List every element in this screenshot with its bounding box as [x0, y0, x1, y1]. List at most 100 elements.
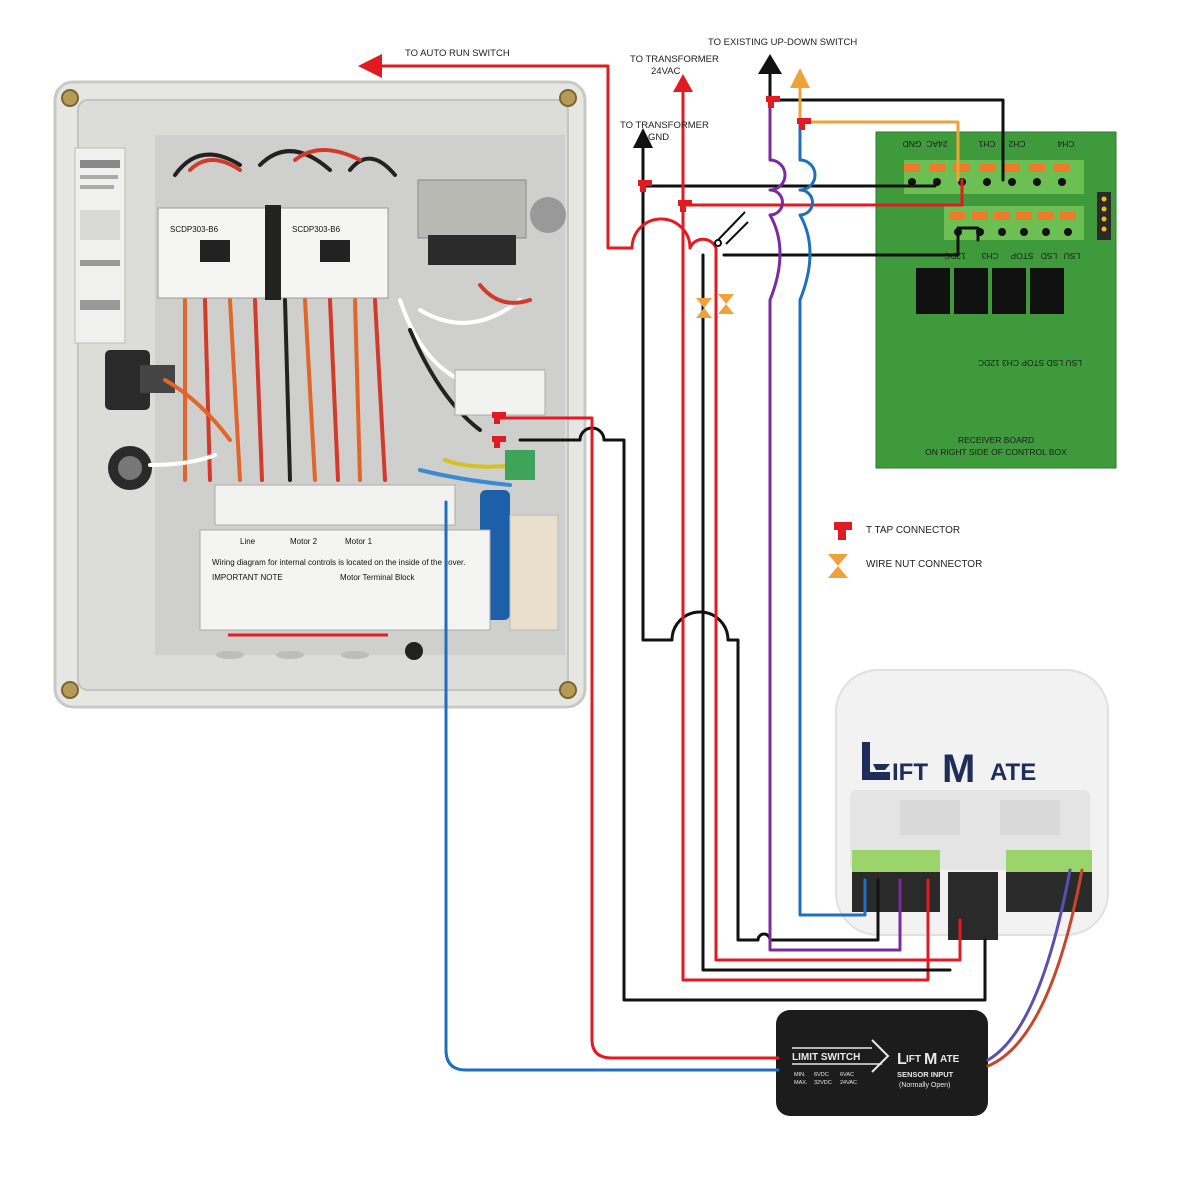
connectors [492, 96, 811, 448]
contactor-model-label: SCDP303-B6 [170, 225, 219, 234]
board-terminal-lsu: LSU [1064, 251, 1081, 261]
sensor-brand-ate: ATE [940, 1054, 960, 1065]
brand-ate: ATE [990, 759, 1036, 786]
board-terminal-ch1: CH1 [978, 139, 995, 149]
terminal-label-line: Line [240, 537, 256, 546]
arrow-up-icon [758, 54, 782, 74]
sensor-input-line1: SENSOR INPUT [897, 1070, 954, 1079]
board-mirrored-label: LSU LSD STOP CH3 12DC [978, 358, 1082, 368]
arrow-up-icon [790, 68, 810, 88]
terminal-hole [983, 178, 991, 186]
destination-labels: TO AUTO RUN SWITCH TO TRANSFORMER 24VAC … [405, 37, 857, 143]
terminal-hole [998, 228, 1006, 236]
legend: T TAP CONNECTOR WIRE NUT CONNECTOR [828, 522, 982, 578]
terminal-lever [972, 212, 988, 220]
terminal-hole [976, 228, 984, 236]
terminal-lever [994, 212, 1010, 220]
terminal-lever [929, 164, 945, 172]
terminal-hole [1064, 228, 1072, 236]
notice-line: Wiring diagram for internal controls is … [212, 558, 465, 567]
label-transformer-24-line2: 24VAC [651, 66, 681, 77]
terminal-lever [1016, 212, 1032, 220]
t-tap-icon [834, 522, 852, 540]
board-terminal-ch2: CH2 [1008, 139, 1025, 149]
contactor-model-label: SCDP303-B6 [292, 225, 341, 234]
screw-icon [559, 89, 577, 107]
screw-icon [559, 681, 577, 699]
sensor-input-line2: (Normally Open) [899, 1082, 950, 1089]
terminal-lever [1004, 164, 1020, 172]
spec-max: MAX. [794, 1080, 808, 1086]
screw-icon [61, 89, 79, 107]
spec-min: MIN. [794, 1072, 806, 1078]
t-tap-icon [678, 200, 692, 212]
boat-icon [873, 764, 890, 770]
terminal-lever [904, 164, 920, 172]
wire-cutter-icon [714, 211, 749, 247]
label-transformer-gnd-line1: TO TRANSFORMER [620, 120, 709, 131]
terminal-hole [1008, 178, 1016, 186]
spec-6vac: 6VAC [840, 1072, 854, 1078]
terminal-hole [908, 178, 916, 186]
board-terminal-stop: STOP [1010, 251, 1033, 261]
t-tap-icon [492, 436, 506, 448]
sensor-brand-l: L [897, 1051, 907, 1068]
receiver-board: GND 24AC CH1 CH2 CH4 12DC CH3 STOP LSD L… [875, 131, 1117, 469]
board-terminal-lsd: LSD [1041, 251, 1058, 261]
t-tap-icon [492, 412, 506, 424]
contactor-left: SCDP303-B6 [157, 207, 267, 299]
sensor-module: LIMIT SWITCH MIN. MAX. 6VDC 32VDC 6VAC 2… [776, 1010, 988, 1116]
t-tap-icon [766, 96, 780, 108]
spec-24vac: 24VAC [840, 1080, 857, 1086]
terminal-hole [954, 228, 962, 236]
terminal-lever [1029, 164, 1045, 172]
internal-wiring [148, 148, 532, 487]
terminal-label-motor1: Motor 1 [345, 537, 373, 546]
board-caption-line2: ON RIGHT SIDE OF CONTROL BOX [925, 447, 1067, 457]
terminal-lever [950, 212, 966, 220]
wires [366, 64, 1084, 1072]
terminal-hole [1042, 228, 1050, 236]
sensor-label-limit-switch: LIMIT SWITCH [792, 1052, 860, 1063]
board-terminal-24ac: 24AC [926, 139, 947, 149]
sensor-brand-m: M [924, 1051, 937, 1068]
terminal-lever [1038, 212, 1054, 220]
sensor-brand-ift: IFT [906, 1054, 921, 1065]
liftmate-hub: IFT M ATE [835, 669, 1109, 940]
t-tap-icon [638, 180, 652, 192]
arrows [358, 54, 810, 148]
screw-icon [61, 681, 79, 699]
control-box: SCDP303-B6 SCDP303-B6 [53, 80, 587, 709]
notice-panel: Line Motor 2 Motor 1 Wiring diagram for … [199, 529, 491, 631]
brand-m: M [942, 747, 975, 791]
terminal-hole [1020, 228, 1028, 236]
arrow-left-icon [358, 54, 382, 78]
label-transformer-gnd-line2: GND [648, 132, 669, 143]
arrow-icon [871, 1039, 890, 1073]
legend-wire-nut: WIRE NUT CONNECTOR [866, 559, 982, 570]
label-auto-run: TO AUTO RUN SWITCH [405, 48, 510, 59]
contactor-right: SCDP303-B6 [279, 207, 389, 299]
board-terminal-ch3: CH3 [981, 251, 998, 261]
liftmate-logo: IFT M ATE [862, 742, 1036, 791]
legend-t-tap: T TAP CONNECTOR [866, 525, 960, 536]
board-terminal-ch4: CH4 [1057, 139, 1074, 149]
notice-line: IMPORTANT NOTE [212, 573, 283, 582]
terminal-lever [1054, 164, 1070, 172]
arrow-up-icon [633, 128, 653, 148]
notice-line: Motor Terminal Block [340, 573, 416, 582]
arrow-up-icon [673, 74, 693, 92]
label-up-down: TO EXISTING UP-DOWN SWITCH [708, 37, 857, 48]
wire-nut-icon [718, 294, 734, 314]
label-transformer-24-line1: TO TRANSFORMER [630, 54, 719, 65]
spec-6vdc: 6VDC [814, 1072, 829, 1078]
t-tap-icon [797, 118, 811, 130]
board-caption-line1: RECEIVER BOARD [958, 435, 1034, 445]
brand-ift: IFT [892, 759, 928, 786]
terminal-hole [1058, 178, 1066, 186]
terminal-lever [979, 164, 995, 172]
spec-32vdc: 32VDC [814, 1080, 832, 1086]
terminal-lever [954, 164, 970, 172]
terminal-lever [1060, 212, 1076, 220]
